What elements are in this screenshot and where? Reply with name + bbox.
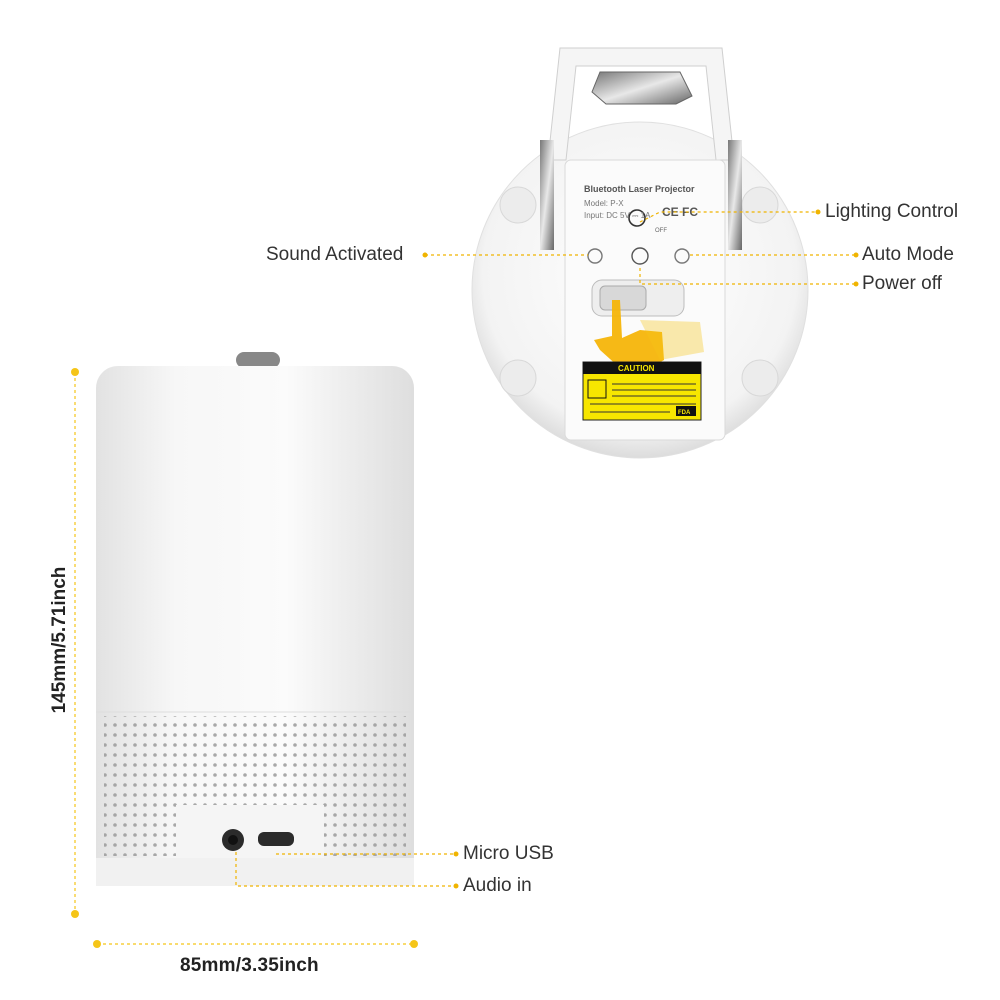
width-dimension-line	[93, 940, 418, 948]
projector-bottom-view	[471, 47, 809, 459]
caution-heading: CAUTION	[618, 364, 655, 373]
height-dimension-line	[71, 368, 79, 918]
device-input: Input: DC 5V ⎓ 1A	[584, 211, 651, 220]
sound-activated-label: Sound Activated	[266, 244, 404, 265]
audio-in-label: Audio in	[463, 875, 532, 896]
device-title: Bluetooth Laser Projector	[584, 184, 695, 194]
fda-mark: FDA	[678, 410, 691, 416]
callout-dots	[422, 209, 859, 287]
micro-usb-label: Micro USB	[463, 843, 554, 864]
off-marker: OFF	[655, 228, 667, 234]
projector-body	[96, 352, 414, 886]
device-model: Model: P-X	[584, 199, 624, 208]
height-dimension-label: 145mm/5.71inch	[49, 566, 70, 714]
width-dimension-label: 85mm/3.35inch	[180, 955, 319, 976]
micro-usb-port	[258, 832, 294, 846]
top-callout-leaders	[425, 211, 856, 285]
port-callout-leaders	[235, 852, 456, 887]
power-off-label: Power off	[862, 273, 942, 294]
auto-mode-label: Auto Mode	[862, 244, 954, 265]
lighting-control-label: Lighting Control	[825, 201, 959, 222]
